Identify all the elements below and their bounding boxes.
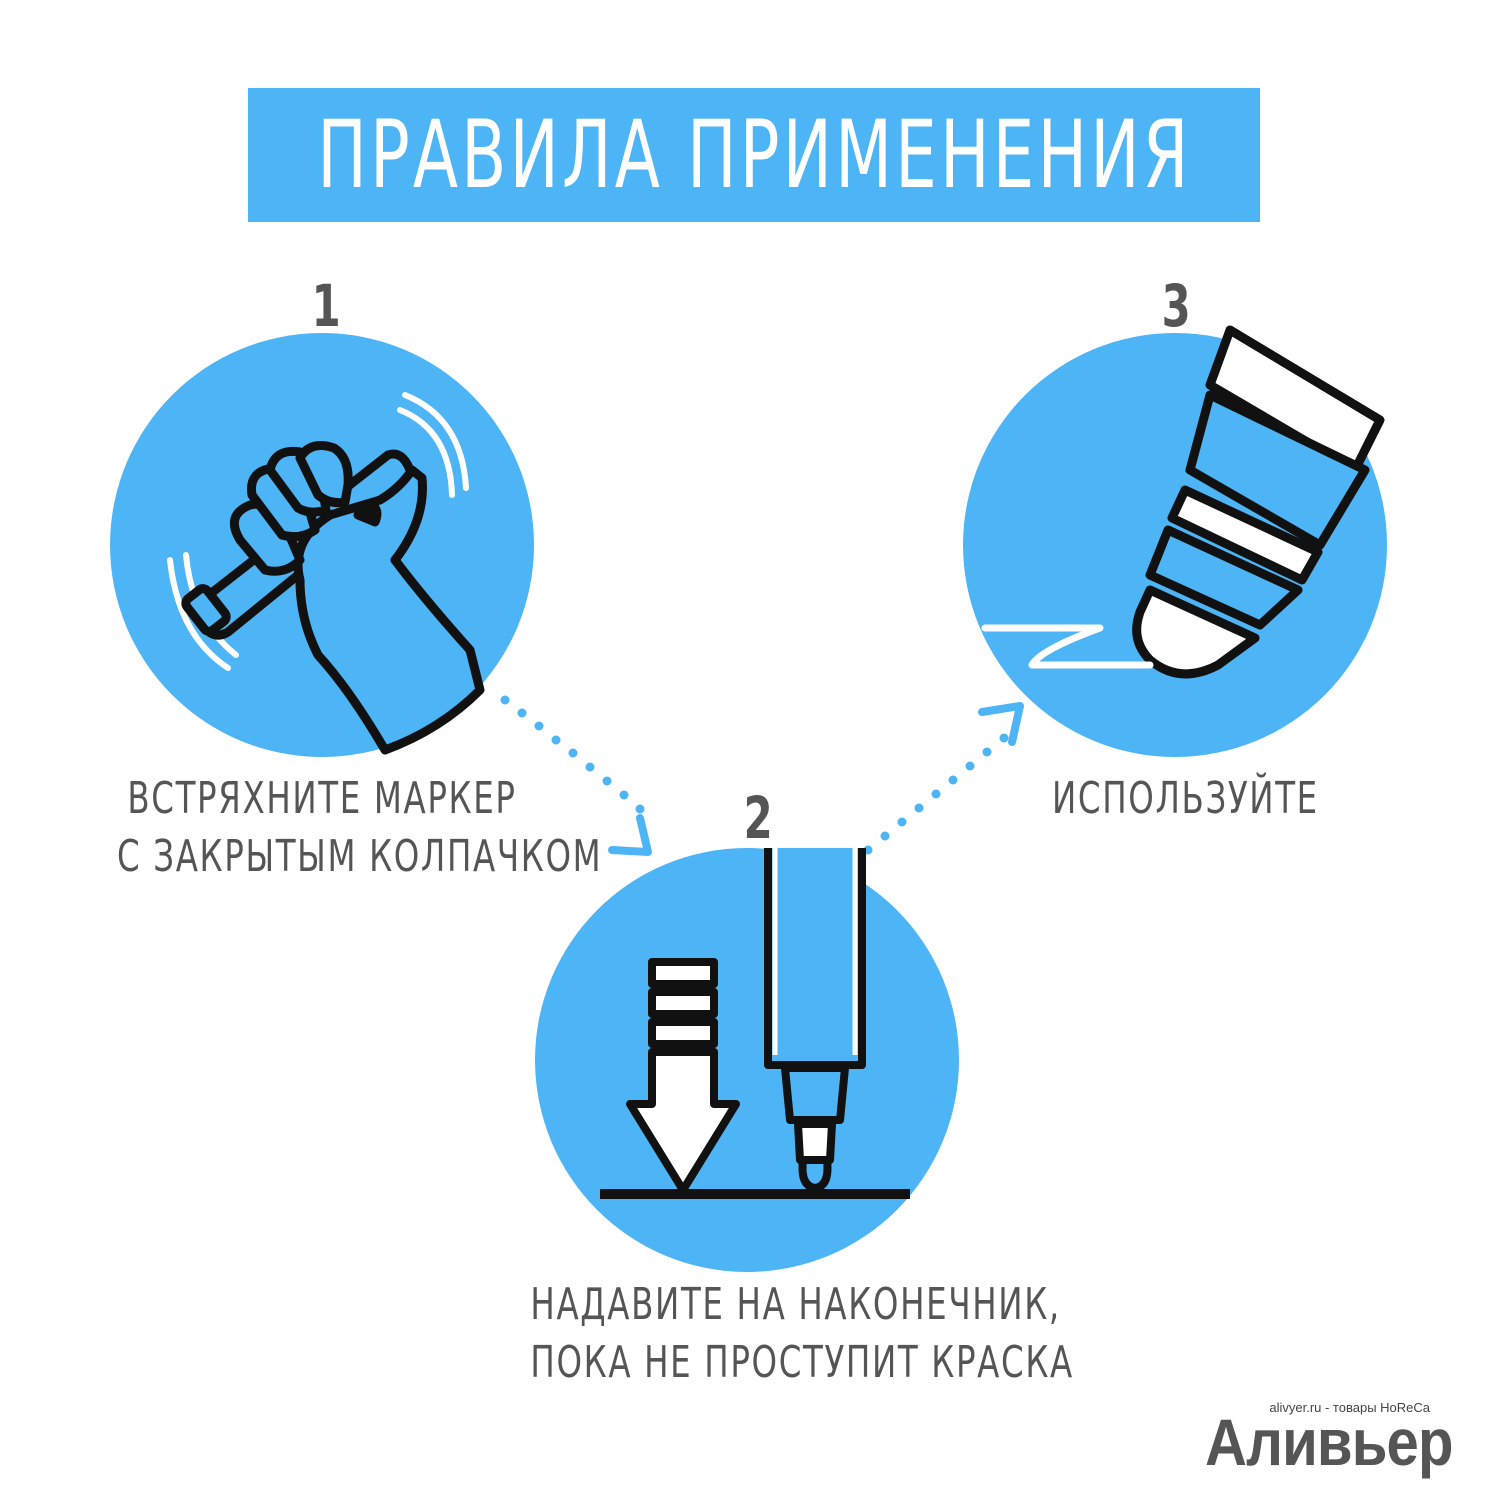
step-1-caption-line2: С ЗАКРЫТЫМ КОЛПАЧКОМ [117,831,603,882]
arrow-2-to-3-icon [863,733,1009,855]
marker-writing-icon [981,325,1385,679]
title-banner: ПРАВИЛА ПРИМЕНЕНИЯ [248,88,1260,222]
step-2-caption: НАДАВИТЕ НА НАКОНЕЧНИК, ПОКА НЕ ПРОСТУПИ… [530,1276,1074,1392]
brand-logo: alivyer.ru - товары HoReCa Аливьер [1205,1400,1453,1479]
step-2-number: 2 [743,784,773,852]
brand-name: Аливьер [1205,1405,1453,1479]
step-1-caption-line1: ВСТРЯХНИТЕ МАРКЕР [127,773,517,824]
page-title: ПРАВИЛА ПРИМЕНЕНИЯ [316,100,1192,210]
arrow-1-to-2-icon [500,695,645,814]
step-2-circle [535,848,959,1272]
step-2-caption-line1: НАДАВИТЕ НА НАКОНЕЧНИК, [530,1279,1061,1330]
step-1-caption: ВСТРЯХНИТЕ МАРКЕР С ЗАКРЫТЫМ КОЛПАЧКОМ [117,770,603,886]
shaking-hand-icon [167,392,485,755]
brand-tagline: alivyer.ru - товары HoReCa [1269,1400,1430,1415]
step-3-caption: ИСПОЛЬЗУЙТЕ [1052,770,1319,828]
arrow-1-to-2-head-icon [608,814,652,856]
step-3-caption-line1: ИСПОЛЬЗУЙТЕ [1052,773,1319,824]
arrow-2-to-3-head-icon [978,702,1024,746]
step-2-caption-line2: ПОКА НЕ ПРОСТУПИТ КРАСКА [530,1337,1074,1388]
press-tip-icon [600,848,910,1199]
step-3-number: 3 [1161,272,1191,340]
step-1-number: 1 [311,272,341,340]
